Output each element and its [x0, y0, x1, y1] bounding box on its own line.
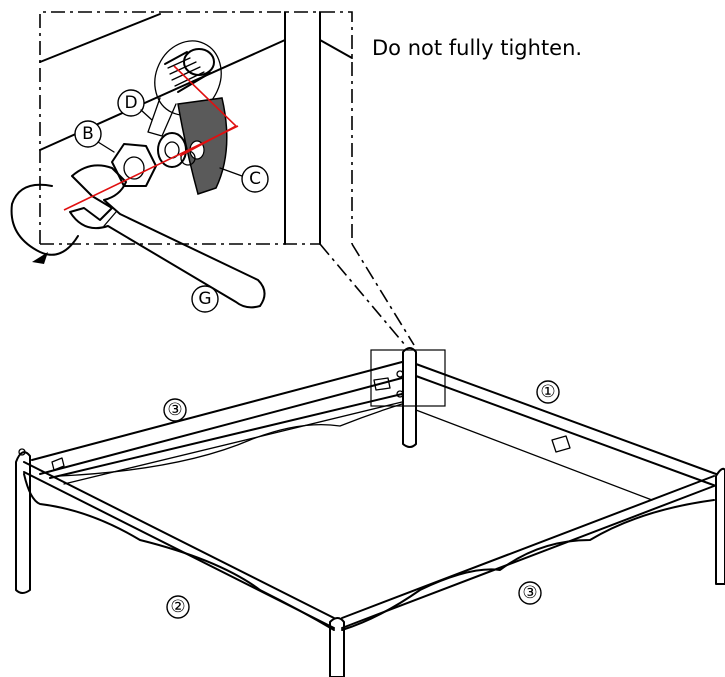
rail-back-right — [415, 363, 717, 501]
callout-b: B — [74, 120, 102, 148]
hex-nut — [111, 143, 157, 187]
detail-marker — [370, 349, 446, 407]
rotation-arrow-icon — [10, 183, 79, 264]
post-back-left — [373, 347, 417, 448]
part-number-3b: ③ — [522, 583, 537, 603]
label-rail-front-left: ② — [166, 595, 190, 619]
part-number-2: ② — [170, 597, 185, 617]
part-number-1: ① — [540, 382, 555, 402]
part-number-3a: ③ — [167, 400, 182, 420]
bolt-thread — [164, 48, 215, 93]
callout-g: G — [191, 285, 219, 313]
tightening-note: Do not fully tighten. — [372, 36, 582, 60]
post-front-right — [715, 467, 725, 585]
post-front-middle — [329, 617, 345, 677]
rail-back-left — [31, 361, 403, 485]
callout-c-label: C — [249, 169, 261, 189]
rail-front-right — [341, 475, 715, 631]
rail-front-left — [23, 461, 335, 631]
hidden-bolt-path — [63, 65, 239, 211]
label-rail-back-right: ① — [536, 380, 560, 404]
callout-c: C — [241, 165, 269, 193]
callout-b-label: B — [82, 124, 94, 144]
label-rail-back-left: ③ — [163, 398, 187, 422]
label-rail-front-right: ③ — [518, 581, 542, 605]
callout-d: D — [117, 89, 145, 117]
post-front-left — [15, 448, 31, 594]
keyhole-slot — [147, 40, 222, 137]
wrench — [69, 164, 266, 309]
callout-g-label: G — [198, 289, 211, 309]
detail-inset — [39, 11, 415, 346]
callout-d-label: D — [124, 93, 137, 113]
